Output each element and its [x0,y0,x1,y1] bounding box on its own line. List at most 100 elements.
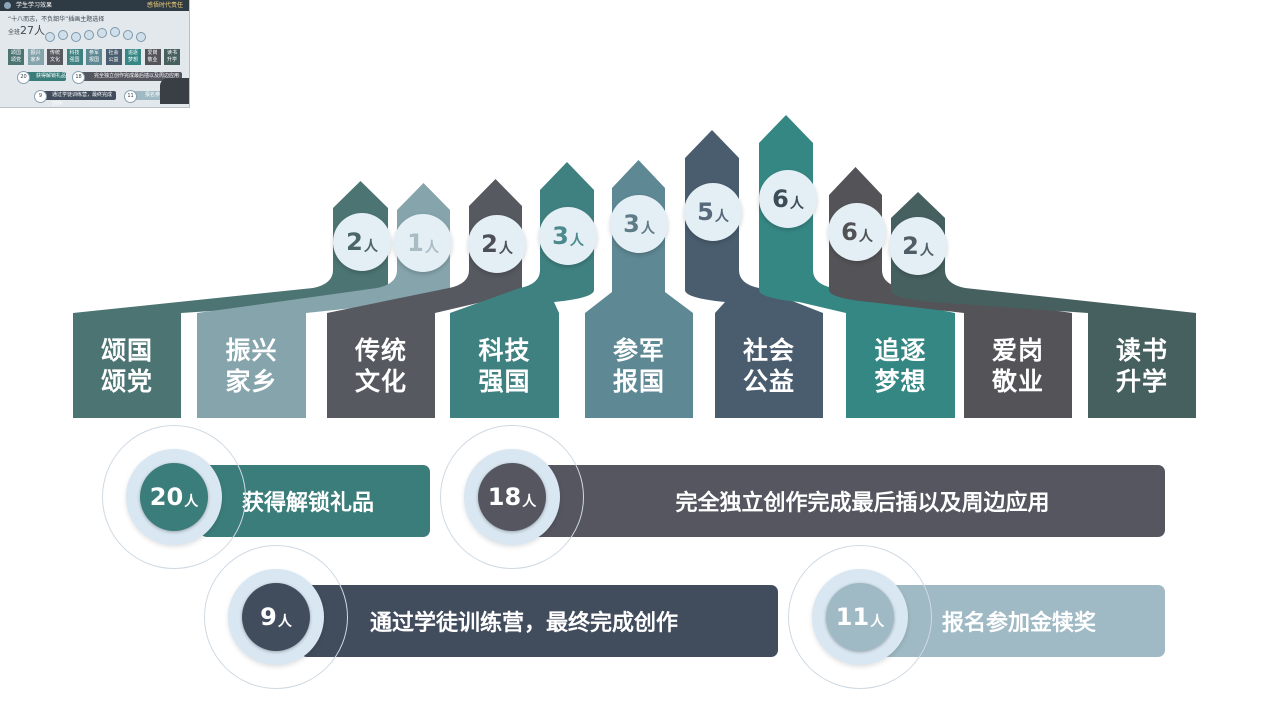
category-box[interactable]: 参军报国 [585,313,693,418]
category-label-line1: 颂国 [100,335,153,365]
thumbnail-dot [84,30,94,40]
count-value: 2 [481,230,498,258]
result-text: 通过学徒训练营，最终完成创作 [370,611,679,636]
thumbnail-category: 追逐梦想 [125,49,141,65]
category-arrow [450,162,594,313]
thumbnail-bar: 通过学徒训练营，最终完成创作 [38,91,116,107]
thumbnail-bar-num: 20 [17,71,30,84]
category-box[interactable]: 社会公益 [715,313,823,418]
thumbnail-dot [136,32,146,42]
count-value: 2 [902,232,919,260]
count-value: 3 [623,210,640,238]
thumbnail-category: 颂国颂党 [8,49,24,65]
thumbnail-bar: 获得解锁礼品 [22,72,66,81]
result-count-value: 9 [260,603,277,631]
category-box[interactable]: 颂国颂党 [73,313,181,418]
count-unit: 人 [858,229,873,245]
result-count-value: 11 [835,603,870,631]
thumbnail-category: 振兴家乡 [27,49,44,65]
category-arrow [891,192,1196,313]
thumbnail-dot [45,32,55,42]
slide-thumbnail[interactable]: 学生学习效果 感悟时代责任 “十八而志，不负韶华”插画主题选择 全班27人 颂国… [0,0,190,108]
category-label-line1: 科技 [478,335,531,365]
result-count-value: 18 [487,483,522,511]
result-text: 报名参加金犊奖 [942,611,1097,636]
category-box[interactable]: 追逐梦想 [846,313,955,418]
result-count-unit: 人 [870,614,885,630]
category-label-line1: 社会 [742,335,795,365]
count-unit: 人 [424,240,439,256]
category-box[interactable]: 传统文化 [327,313,435,418]
count-unit: 人 [569,233,584,249]
thumbnail-dot [58,30,68,40]
category-label-line2: 公益 [742,366,795,396]
count-unit: 人 [498,241,513,257]
result-ring [204,545,348,689]
category-label-line2: 家乡 [225,366,278,396]
category-label-line1: 追逐 [874,335,927,365]
thumbnail-category: 爱岗敬业 [144,49,161,65]
category-arrow [685,130,823,313]
category-box[interactable]: 科技强国 [450,313,559,418]
count-value: 1 [407,229,424,257]
category-label-line1: 传统 [354,335,407,365]
category-box[interactable]: 振兴家乡 [197,313,306,418]
thumbnail-logo-icon [4,2,11,9]
count-value: 6 [772,185,789,213]
thumbnail-category: 传统文化 [47,49,63,65]
thumbnail-header [0,0,189,11]
thumbnail-dot [110,27,120,37]
result-bar[interactable]: 完全独立创作完成最后插以及周边应用 [530,465,1165,537]
thumbnail-quote: “十八而志，不负韶华”插画主题选择 [8,16,105,23]
thumbnail-bar: 完全独立创作完成最后插以及周边应用 [80,72,182,81]
thumbnail-dot [71,32,81,42]
thumbnail-bar-num: 11 [124,90,137,103]
category-label-line1: 爱岗 [991,335,1044,365]
thumbnail-presenter-hand [160,78,189,104]
category-label-line2: 颂党 [100,366,153,396]
count-unit: 人 [714,209,729,225]
category-label-line2: 升学 [1115,366,1168,396]
category-box[interactable]: 读书升学 [1088,313,1196,418]
category-box[interactable]: 爱岗敬业 [964,313,1072,418]
result-count-unit: 人 [277,614,292,630]
thumbnail-category: 社会公益 [105,49,122,65]
category-label-line2: 强国 [478,366,531,396]
thumbnail-category: 科技强国 [66,49,83,65]
category-label-line2: 梦想 [874,366,927,396]
category-label-line1: 振兴 [225,335,278,365]
count-unit: 人 [919,243,934,259]
result-ring [440,425,584,569]
count-unit: 人 [789,196,804,212]
result-ring [102,425,246,569]
thumbnail-dot [123,30,133,40]
thumbnail-dot [97,28,107,38]
category-arrow [327,179,522,313]
result-count-unit: 人 [522,494,537,510]
category-label-line2: 报国 [612,366,665,396]
thumbnail-right-text: 感悟时代责任 [146,2,183,9]
result-ring [788,545,932,689]
category-label-line1: 读书 [1115,335,1168,365]
count-unit: 人 [363,239,378,255]
result-count-value: 20 [149,483,184,511]
category-label-line1: 参军 [612,335,665,365]
count-value: 6 [841,218,858,246]
result-text: 完全独立创作完成最后插以及周边应用 [675,491,1050,516]
count-value: 2 [346,228,363,256]
result-bar[interactable]: 通过学徒训练营，最终完成创作 [300,585,778,657]
thumbnail-title: 学生学习效果 [16,2,53,9]
